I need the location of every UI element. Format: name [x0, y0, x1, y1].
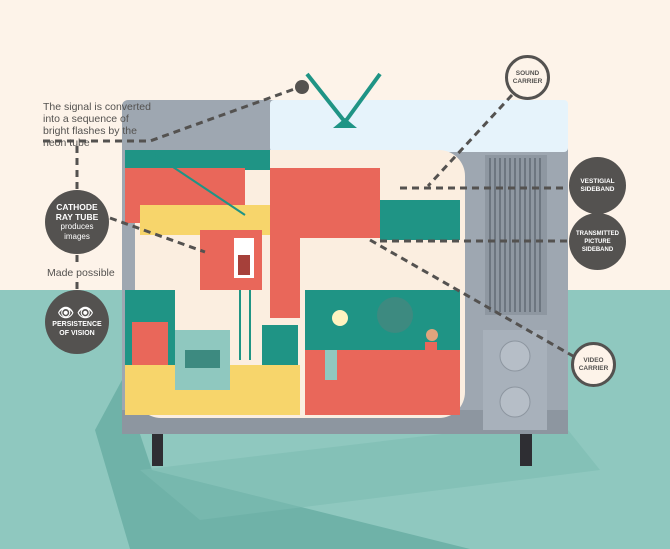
transmitted-picture-sideband-label: TRANSMITTED PICTURE SIDEBAND: [569, 213, 626, 270]
video-carrier-text: VIDEO CARRIER: [578, 356, 609, 372]
sound-carrier-label: SOUND CARRIER: [505, 55, 550, 100]
sound-carrier-text: SOUND CARRIER: [512, 69, 543, 85]
antenna: [305, 72, 382, 124]
vestigial-sideband-text: VESTIGIAL SIDEBAND: [580, 177, 615, 193]
vestigial-sideband-label: VESTIGIAL SIDEBAND: [569, 157, 626, 214]
eye-icon: 👁👁: [57, 305, 97, 320]
building-scene: [125, 150, 460, 415]
antenna-point: [295, 80, 309, 94]
knob-bottom: [499, 386, 531, 418]
speaker-grille: [485, 155, 547, 315]
video-carrier-label: VIDEO CARRIER: [571, 342, 616, 387]
leader-lines: [43, 85, 574, 358]
persistence-title: PERSISTENCE OF VISION: [52, 321, 102, 337]
cathode-title: CATHODE RAY TUBE: [55, 202, 99, 222]
tv-top: [270, 100, 568, 152]
signal-annotation: The signal is converted into a sequence …: [43, 101, 151, 149]
cathode-ray-tube-label: CATHODE RAY TUBE produces images: [45, 190, 109, 254]
persistence-of-vision-label: 👁👁 PERSISTENCE OF VISION: [45, 290, 109, 354]
knob-top: [499, 340, 531, 372]
tv-leg-left: [152, 430, 163, 466]
cathode-subtitle: produces images: [60, 222, 94, 241]
tv-leg-right: [520, 430, 532, 466]
made-possible-text: Made possible: [47, 267, 115, 279]
transmitted-picture-sideband-text: TRANSMITTED PICTURE SIDEBAND: [576, 230, 619, 253]
